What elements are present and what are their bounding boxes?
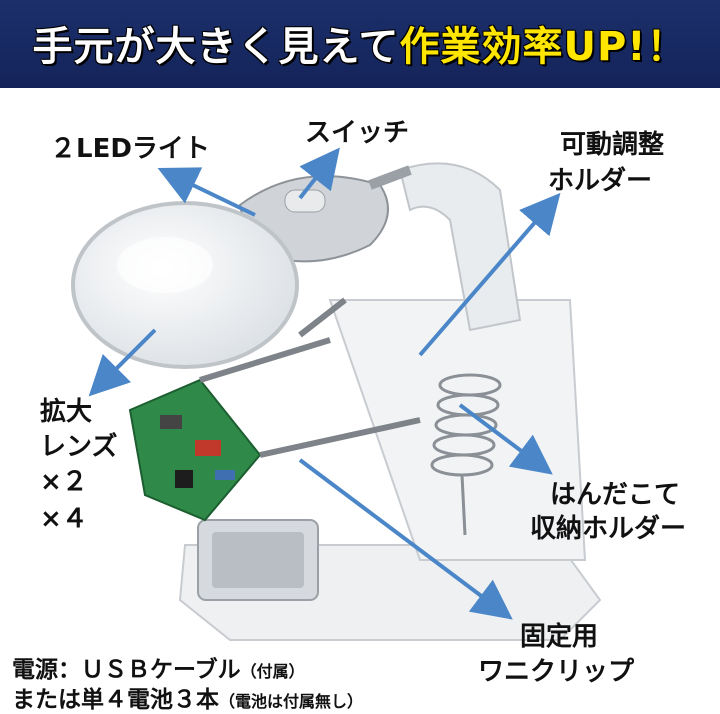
label-iron-2: 収納ホルダー — [530, 514, 687, 544]
arrow-switch — [298, 147, 340, 200]
label-holder-1: 可動調整 — [560, 130, 665, 160]
headline-part2: 作業効率UP!！ — [399, 24, 688, 70]
footer-line1-note: （付属） — [240, 662, 305, 681]
label-lens-3: ×２ — [40, 467, 88, 497]
arrow-holder — [418, 192, 561, 357]
footer-power-line2: または単４電池３本（電池は付属無し） — [12, 680, 363, 714]
footer-line2: または単４電池３本 — [12, 687, 219, 713]
product-illustration — [71, 147, 602, 641]
arrow-lens — [88, 328, 157, 397]
solder-iron-holder — [430, 373, 502, 536]
label-lens-1: 拡大 — [40, 397, 93, 427]
headline: 手元が大きく見えて作業効率UP!！ — [0, 14, 720, 72]
clip-arm-left — [199, 337, 331, 383]
label-clip-1: 固定用 — [520, 622, 599, 652]
label-led: ２LEDライト — [50, 134, 210, 164]
footer-power-line1: 電源：ＵＳＢケーブル（付属） — [12, 650, 305, 684]
label-clip-2: ワニクリップ — [478, 657, 635, 687]
label-lens-4: ×４ — [40, 504, 88, 534]
label-holder-2: ホルダー — [548, 166, 653, 196]
headline-banner: 手元が大きく見えて作業効率UP!！ — [0, 0, 720, 88]
headline-part1: 手元が大きく見えて — [32, 24, 400, 70]
footer-line1: 電源：ＵＳＢケーブル — [12, 657, 241, 683]
label-iron-1: はんだこて — [550, 480, 681, 510]
arrow-clip — [298, 458, 513, 620]
arrow-iron — [458, 403, 553, 475]
arrow-led — [157, 167, 256, 217]
label-switch: スイッチ — [305, 118, 410, 148]
footer-line2-note: （電池は付属無し） — [219, 692, 364, 711]
clip-arm-right — [259, 417, 421, 458]
label-lens-2: レンズ — [40, 432, 118, 462]
